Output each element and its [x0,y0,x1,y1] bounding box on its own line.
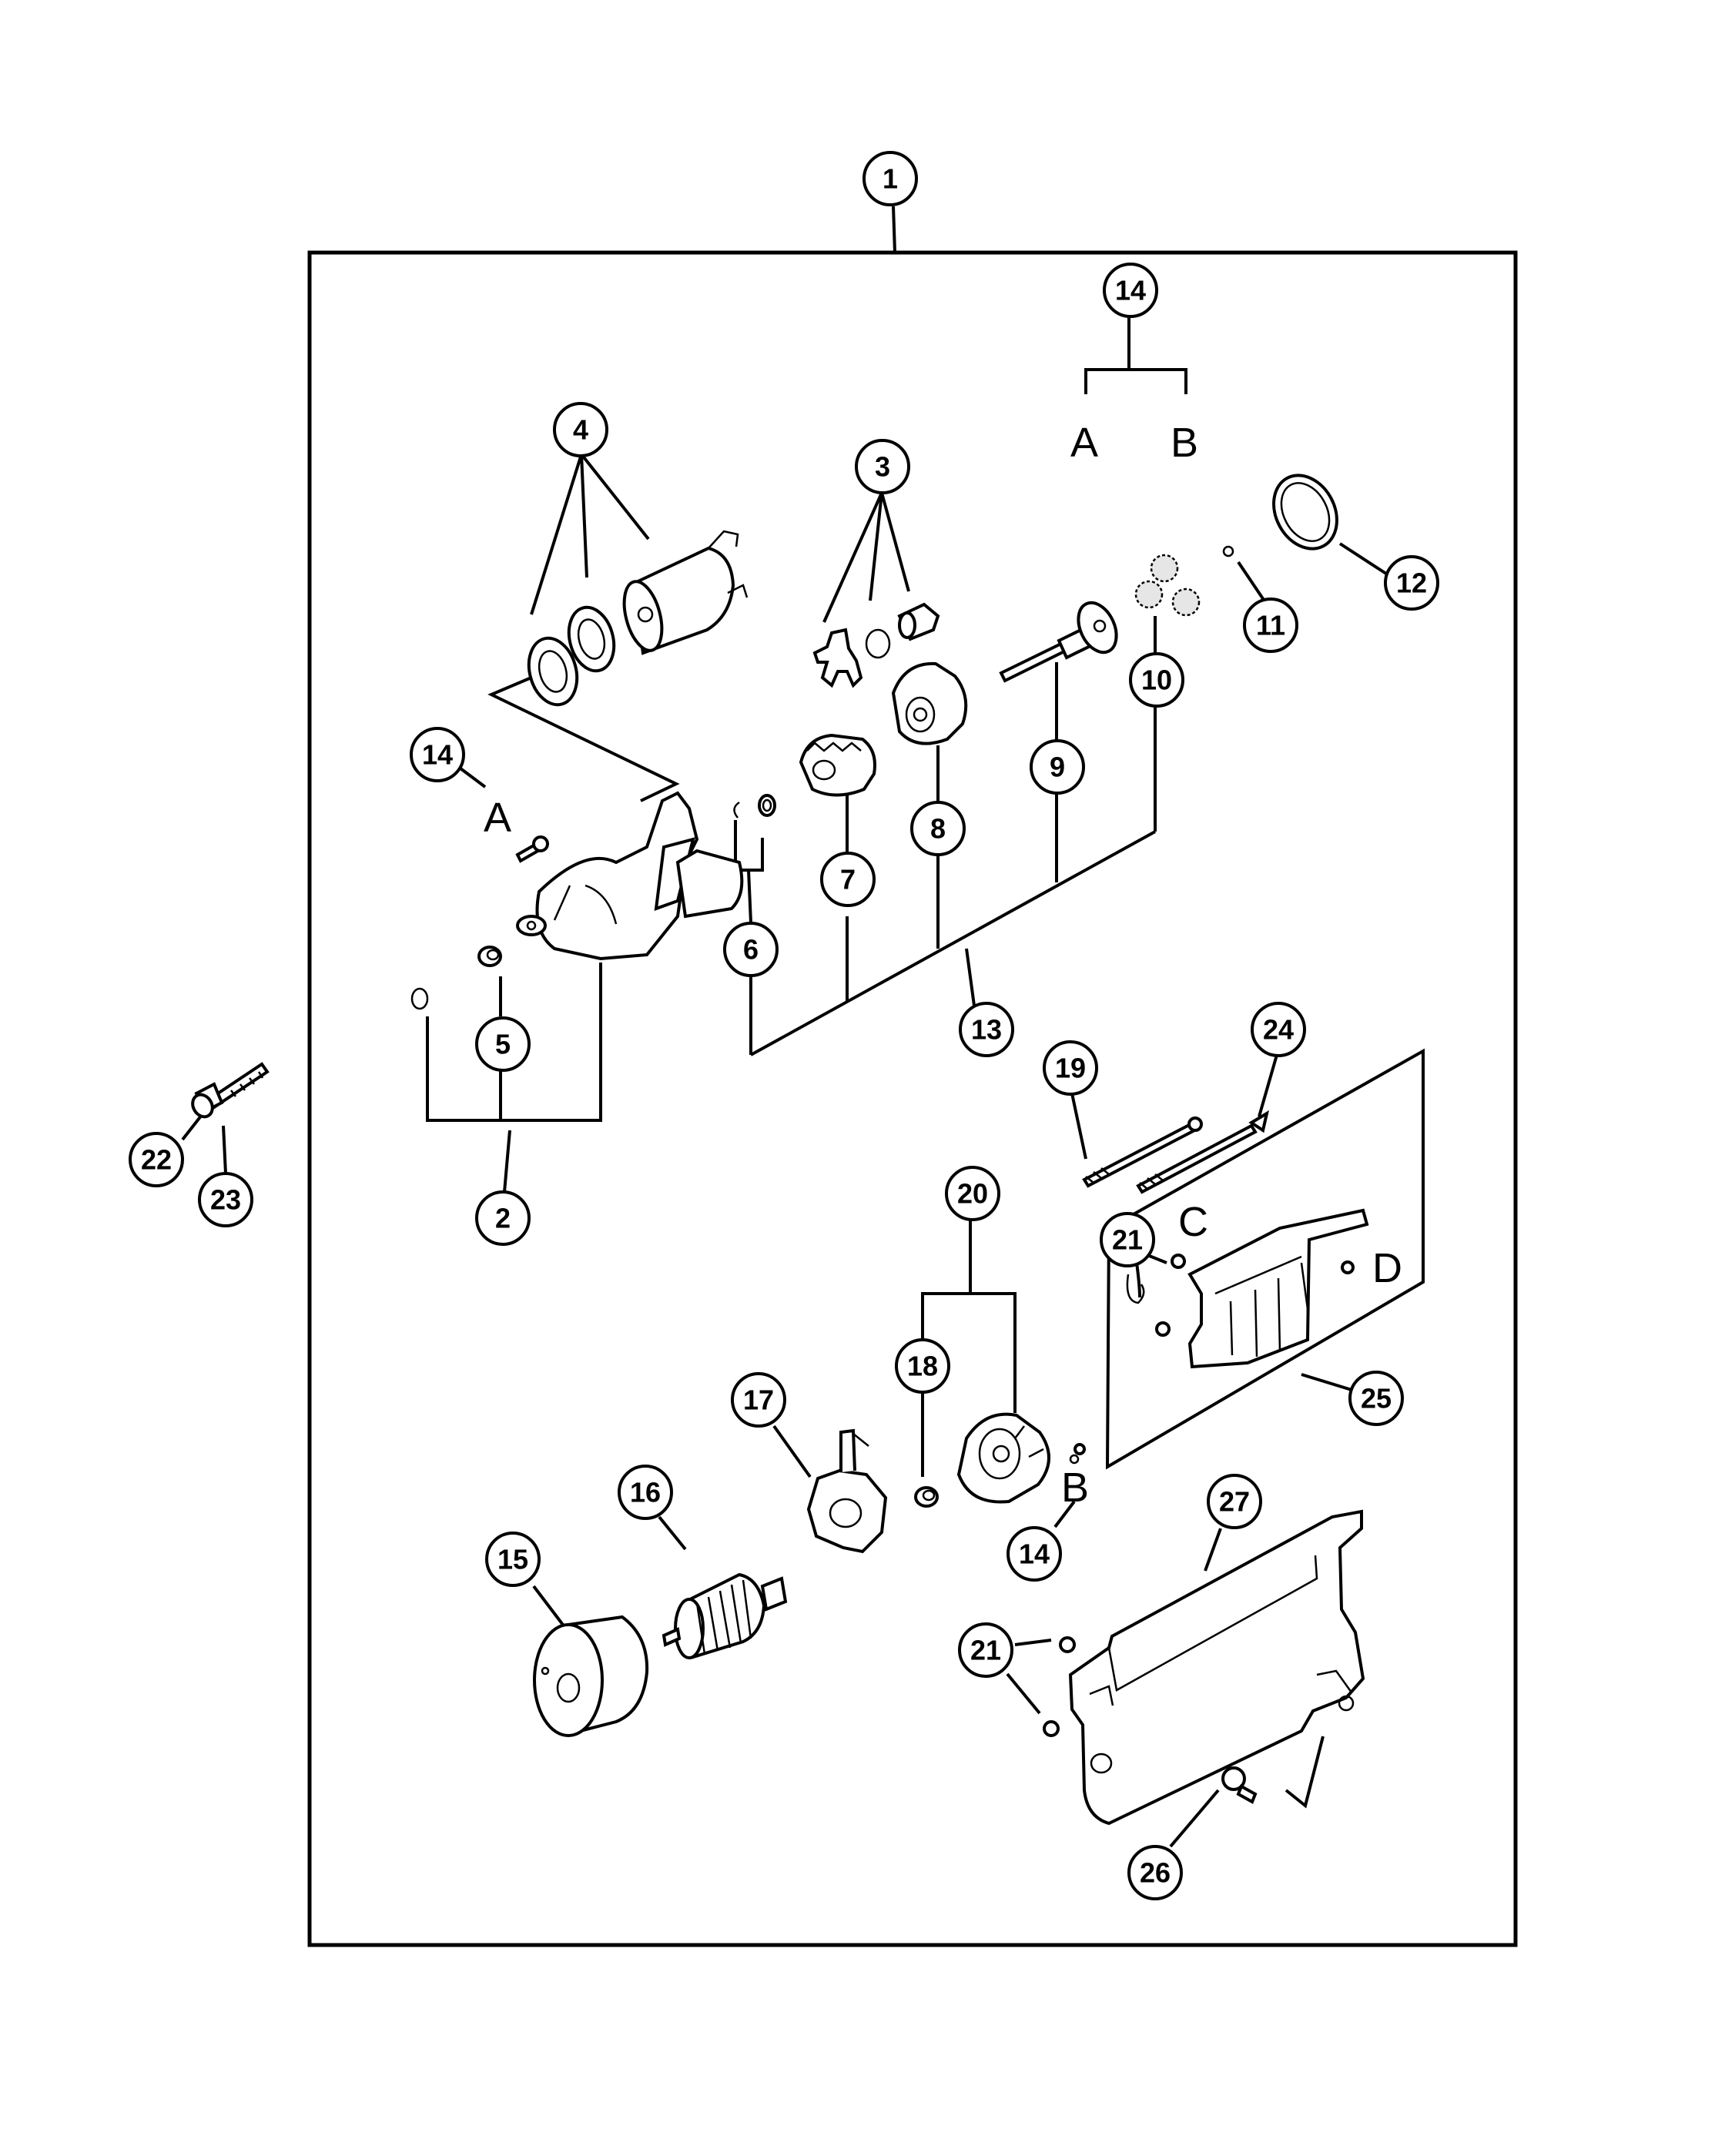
callout-21a: 21 [1100,1212,1155,1267]
callout-11: 11 [1243,598,1298,653]
callout-21b-number: 21 [970,1635,1001,1666]
callout-22-number: 22 [141,1144,172,1176]
callout-4: 4 [553,402,608,457]
callout-24: 24 [1251,1002,1306,1057]
callout-22: 22 [129,1132,184,1187]
callout-21b: 21 [958,1622,1013,1678]
brush-holder-part [806,1428,888,1554]
callout-19: 19 [1043,1040,1098,1096]
callout-14b-number: 14 [422,739,453,771]
callout-4-number: 4 [573,414,588,446]
callout-5: 5 [475,1016,531,1072]
callout-13-number: 13 [971,1014,1002,1046]
callout-11-number: 11 [1256,610,1285,641]
through-bolt-long-part [1136,1110,1269,1194]
heat-shield-panel-part [1105,1048,1425,1470]
mounting-bolt-part [191,1062,270,1119]
callout-17: 17 [731,1372,786,1428]
callout-8: 8 [910,801,966,856]
callout-27-number: 27 [1219,1486,1250,1518]
callout-23: 23 [198,1172,253,1227]
through-bolt-part [1082,1116,1203,1188]
planetary-gears-part [1134,554,1201,617]
callout-27: 27 [1207,1474,1262,1529]
callout-9: 9 [1030,739,1085,795]
lever-seal-part [897,602,940,641]
solenoid-gasket-part [527,605,616,707]
stop-ring-part [733,794,776,819]
callout-25-number: 25 [1361,1383,1392,1414]
overrunning-clutch-part [799,733,876,797]
assembly-frame [307,250,1518,1947]
callout-21a-number: 21 [1112,1224,1143,1256]
callout-17-number: 17 [743,1384,774,1416]
callout-5-number: 5 [495,1029,511,1060]
label-b-brush: B [1061,1465,1089,1511]
snap-ring-part [1272,474,1338,551]
callout-14a-number: 14 [1115,275,1146,306]
callout-18-number: 18 [907,1351,938,1382]
callout-6-number: 6 [743,934,759,966]
callout-16-number: 16 [630,1477,661,1508]
bracket-nut-part [1126,1254,1355,1337]
shield-nut-part [1043,1636,1076,1737]
callout-10-number: 10 [1141,665,1172,696]
label-b-top: B [1171,420,1198,466]
callout-26: 26 [1127,1845,1183,1900]
o-ring-part [865,628,891,659]
callout-2-number: 2 [495,1203,511,1234]
callout-8-number: 8 [930,813,946,845]
callout-24-number: 24 [1263,1014,1294,1046]
callout-14b: 14 [410,727,465,782]
callout-16: 16 [618,1465,673,1520]
shield-bolt-part [1221,1766,1258,1804]
armature-part [662,1572,788,1659]
callout-10: 10 [1129,652,1184,708]
bushing-part [477,946,502,967]
label-a-top: A [1070,420,1098,466]
callout-14c-number: 14 [1019,1538,1050,1570]
callout-20-number: 20 [957,1178,988,1210]
callout-1-number: 1 [883,163,898,195]
drive-end-housing-part [516,791,744,961]
leader-lines [181,317,1388,1848]
callout-20: 20 [945,1166,1000,1221]
callout-2: 2 [475,1190,531,1246]
callout-12-number: 12 [1396,567,1427,599]
callout-15: 15 [485,1532,541,1587]
solenoid-part [622,530,749,655]
label-d: D [1372,1245,1402,1291]
callout-6: 6 [723,922,779,977]
callout-18: 18 [895,1338,950,1394]
callout-13: 13 [959,1002,1014,1057]
callout-15-number: 15 [497,1544,528,1575]
callout-7: 7 [820,852,876,907]
callout-9-number: 9 [1050,752,1065,783]
callout-23-number: 23 [210,1184,241,1216]
end-cover-part [956,1412,1050,1504]
callout-7-number: 7 [840,864,856,896]
screw-b-part [1069,1443,1086,1465]
label-c: C [1178,1199,1208,1245]
steel-ball-part [1222,545,1234,557]
planetary-shaft-part [999,601,1118,683]
screw-a-part [515,835,549,863]
label-a-housing: A [484,795,511,841]
field-frame-part [533,1615,649,1737]
callout-12: 12 [1384,555,1439,611]
callout-3: 3 [855,439,910,494]
bushing-b-part [914,1486,939,1508]
callout-19-number: 19 [1055,1053,1086,1084]
shift-lever-part [812,628,863,688]
callout-14c: 14 [1007,1526,1062,1582]
callout-26-number: 26 [1140,1857,1171,1889]
callout-25: 25 [1348,1371,1404,1426]
callout-1: 1 [862,151,918,206]
heat-shield-part [1068,1509,1365,1826]
washer-part [410,987,429,1010]
callout-14a: 14 [1103,263,1158,318]
callout-3-number: 3 [875,451,890,483]
internal-gear-part [891,661,968,745]
